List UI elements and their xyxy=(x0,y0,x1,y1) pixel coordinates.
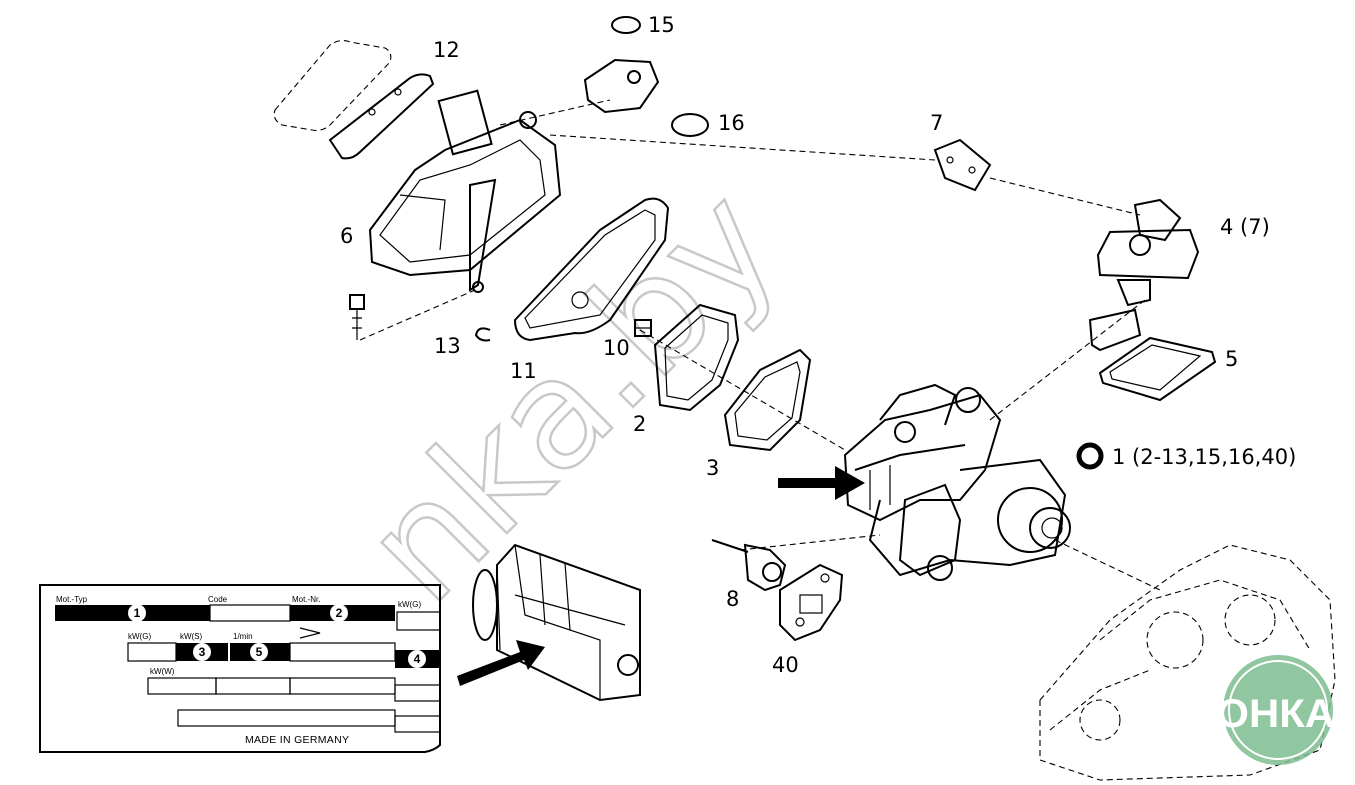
callout-8: 8 xyxy=(726,587,739,611)
shaft-8 xyxy=(711,539,787,592)
callout-7: 7 xyxy=(930,111,943,135)
badge-1 xyxy=(128,604,146,622)
cover-part-15-16 xyxy=(583,16,709,137)
label-rpm: 1/min xyxy=(233,632,253,641)
arrow-to-pump xyxy=(778,466,865,500)
nameplate xyxy=(39,584,441,753)
bracket-40 xyxy=(779,563,844,642)
callout-2: 2 xyxy=(633,412,646,436)
callout-4: 4 (7) xyxy=(1220,215,1270,239)
label-mot-nr: Mot.-Nr. xyxy=(292,595,320,604)
agronka-logo: АГРОНКА xyxy=(1135,655,1335,765)
badge-3-text: 3 xyxy=(199,645,206,659)
badge-2-text: 2 xyxy=(336,606,343,620)
arrow-to-engine xyxy=(457,640,545,686)
oring-symbol xyxy=(1076,442,1104,470)
badge-4-text: 4 xyxy=(414,652,421,666)
callout-6: 6 xyxy=(340,224,353,248)
callout-40: 40 xyxy=(772,653,799,677)
label-code: Code xyxy=(208,595,228,604)
badge-5 xyxy=(250,643,268,661)
gasket-2 xyxy=(653,303,740,412)
bolt-part xyxy=(349,294,365,340)
assembly-4 xyxy=(1088,198,1200,352)
gasket-11 xyxy=(513,197,670,342)
housing-6 xyxy=(368,89,562,293)
gasket-12 xyxy=(273,39,435,160)
callout-16: 16 xyxy=(718,111,745,135)
label-mot-typ: Mot.-Typ xyxy=(56,595,88,604)
callout-12: 12 xyxy=(433,38,460,62)
gasket-3 xyxy=(723,348,812,452)
badge-2 xyxy=(330,604,348,622)
label-kw-g-top: kW(G) xyxy=(398,600,421,609)
bracket-7 xyxy=(933,138,992,192)
callout-1: 1 (2-13,15,16,40) xyxy=(1112,445,1296,469)
badge-3 xyxy=(193,643,211,661)
engine-block-outline xyxy=(1039,544,1336,781)
badge-1-text: 1 xyxy=(134,606,141,620)
callout-15: 15 xyxy=(648,13,675,37)
label-kw-w: kW(W) xyxy=(150,667,175,676)
callout-11: 11 xyxy=(510,359,537,383)
circlip-13 xyxy=(474,327,491,342)
callout-5: 5 xyxy=(1225,347,1238,371)
gasket-5 xyxy=(1098,336,1217,402)
badge-5-text: 5 xyxy=(256,645,263,659)
label-made-in: MADE IN GERMANY xyxy=(245,734,349,746)
main-pump-assembly xyxy=(843,383,1071,581)
logo-text: АГРОНКА xyxy=(1135,692,1335,736)
assembly-lines xyxy=(359,99,1161,591)
callout-3: 3 xyxy=(706,456,719,480)
callout-10: 10 xyxy=(603,336,630,360)
badge-4 xyxy=(408,650,426,668)
callout-13: 13 xyxy=(434,334,461,358)
label-kw-s: kW(S) xyxy=(180,632,203,641)
label-kw-g: kW(G) xyxy=(128,632,151,641)
plug-10 xyxy=(634,319,652,337)
engine-sketch xyxy=(472,543,641,702)
